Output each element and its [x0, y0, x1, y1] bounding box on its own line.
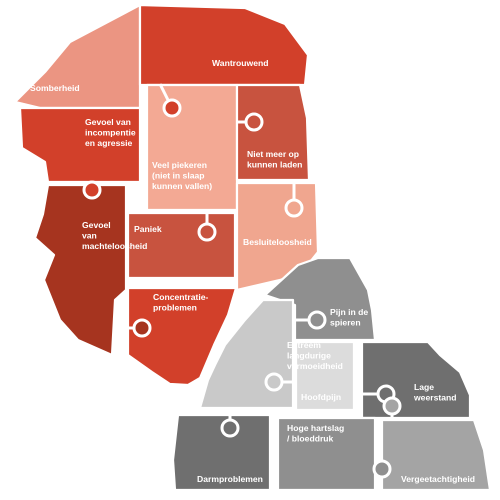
label-line: Extreem [287, 340, 321, 350]
label-line: en agressie [85, 138, 133, 148]
label-hoofdpijn: Hoofdpijn [301, 392, 341, 402]
connector-knob-gevoel-incompetentie [82, 180, 102, 200]
connector-knob-darmproblemen [220, 418, 240, 438]
connector-knob-niet-meer-opladen [244, 112, 264, 132]
label-line: langdurige [287, 351, 331, 361]
puzzle-piece-concentratie [126, 286, 238, 387]
label-line: (niet in slaap [152, 171, 205, 181]
label-line: Pijn in de [330, 307, 368, 317]
label-line: Gevoel van [85, 117, 131, 127]
label-line: Veel piekeren [152, 160, 207, 170]
label-line: Vergeetachtigheid [401, 474, 475, 484]
connector-knob-hoge-hartslag [372, 459, 392, 479]
connector-knob-machteloosheid [132, 318, 152, 338]
puzzle-piece-veel-piekeren [145, 83, 239, 212]
label-line: Darmproblemen [197, 474, 263, 484]
puzzle-piece-gevoel-incompetentie [18, 106, 142, 184]
label-line: Gevoel [82, 220, 111, 230]
label-line: Hoofdpijn [301, 392, 341, 402]
puzzle-piece-niet-meer-opladen [235, 83, 311, 182]
label-line: machteloosheid [82, 241, 147, 251]
connector-knob-vermoeidheid [264, 372, 284, 392]
label-somberheid: Somberheid [30, 83, 80, 93]
puzzle-piece-lage-weerstand [360, 340, 472, 420]
label-line: Wantrouwend [212, 58, 269, 68]
label-line: incompentie [85, 128, 136, 138]
label-vergeetachtigheid: Vergeetachtigheid [401, 474, 475, 484]
label-darmproblemen: Darmproblemen [197, 474, 263, 484]
connector-knob-wantrouwend [162, 98, 182, 118]
label-line: / bloeddruk [287, 434, 334, 444]
label-wantrouwend: Wantrouwend [212, 58, 269, 68]
puzzle-piece-pijn-spieren [263, 256, 377, 342]
label-line: van [82, 231, 97, 241]
label-line: Concentratie- [153, 292, 209, 302]
label-line: Hoge hartslag [287, 423, 344, 433]
connector-knob-besluiteloosheid [284, 198, 304, 218]
label-line: Besluiteloosheid [243, 237, 312, 247]
puzzle-piece-wantrouwend [138, 3, 310, 87]
connector-knob-pijn-spieren [307, 310, 327, 330]
label-line: kunnen laden [247, 160, 302, 170]
puzzle-piece-hoge-hartslag [276, 416, 377, 492]
label-line: Lage [414, 382, 434, 392]
label-line: spieren [330, 318, 361, 328]
puzzle-piece-hoofdpijn [294, 340, 356, 412]
label-paniek: Paniek [134, 224, 162, 234]
label-line: Paniek [134, 224, 162, 234]
puzzle-piece-machteloosheid [33, 183, 128, 357]
label-line: Niet meer op [247, 149, 299, 159]
connector-knob-vergeetachtigheid [382, 396, 402, 416]
label-line: vermoeidheid [287, 361, 343, 371]
label-besluiteloosheid: Besluiteloosheid [243, 237, 312, 247]
label-line: weerstand [413, 393, 457, 403]
label-concentratie: Concentratie-problemen [153, 292, 209, 313]
puzzle-piece-darmproblemen [171, 413, 272, 492]
label-line: kunnen vallen) [152, 181, 212, 191]
connector-knob-paniek [197, 222, 217, 242]
label-hoge-hartslag: Hoge hartslag/ bloeddruk [287, 423, 344, 444]
label-line: Somberheid [30, 83, 80, 93]
label-line: problemen [153, 303, 197, 313]
